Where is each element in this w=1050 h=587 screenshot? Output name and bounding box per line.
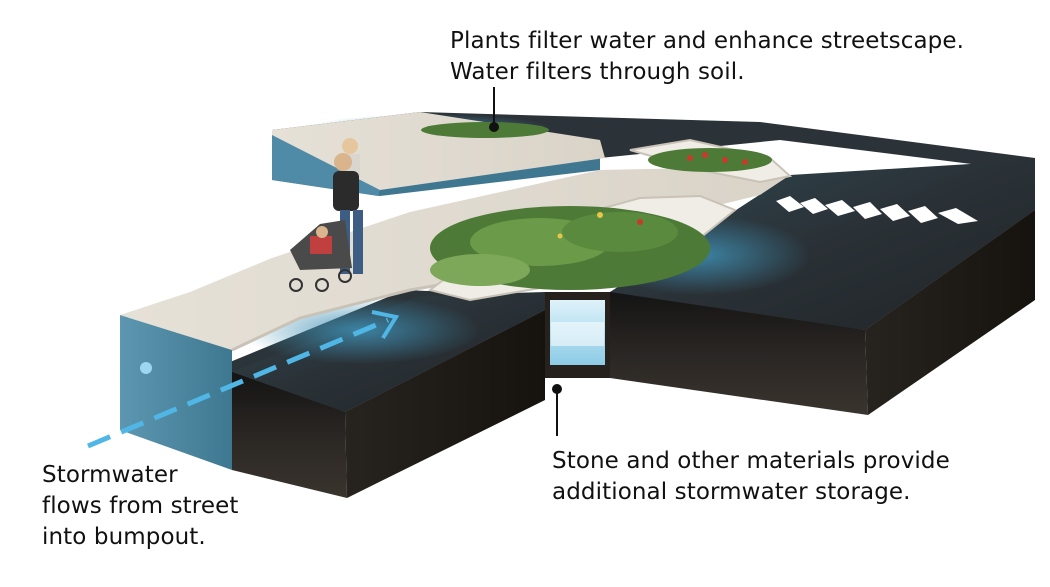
plants-annotation-line2: Water filters through soil.: [450, 59, 745, 85]
stone-callout-leader: [552, 384, 562, 436]
plants-annotation: Plants filter water and enhance streetsc…: [450, 26, 964, 88]
plants-annotation-line1: Plants filter water and enhance streetsc…: [450, 28, 965, 54]
pedestrians-with-stroller: [289, 138, 363, 292]
back-planter: [421, 122, 549, 138]
main-planter: [427, 194, 737, 302]
stone-annotation: Stone and other materials provide additi…: [552, 446, 950, 508]
stormwater-flow-arrow: [87, 310, 400, 449]
stormwater-annotation-line2: flows from street: [42, 493, 239, 519]
storage-trench: [545, 292, 610, 378]
stormwater-annotation: Stormwater flows from street into bumpou…: [42, 460, 238, 553]
crosswalk: [776, 196, 978, 224]
stormwater-annotation-line1: Stormwater: [42, 462, 178, 488]
plants-callout-leader: [489, 87, 499, 132]
front-street-block: [230, 290, 545, 498]
stormwater-annotation-line3: into bumpout.: [42, 524, 206, 550]
corner-planter: [629, 138, 793, 184]
stone-annotation-line2: additional stormwater storage.: [552, 479, 911, 505]
stone-annotation-line1: Stone and other materials provide: [552, 448, 950, 474]
